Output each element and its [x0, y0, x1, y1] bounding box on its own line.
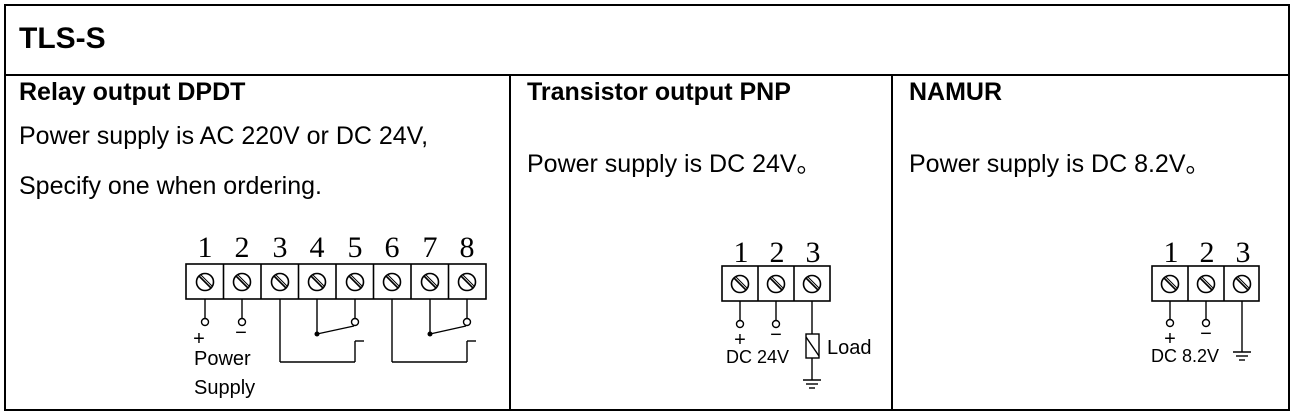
transistor-load-label: Load — [827, 337, 872, 359]
column-divider-1 — [509, 76, 511, 411]
namur-wiring — [1165, 301, 1251, 361]
transistor-terminal-3: 3 — [806, 236, 821, 269]
relay-plus-label: + — [193, 328, 205, 350]
transistor-wiring — [735, 301, 821, 389]
transistor-desc-line-1: Power supply is DC 24V。 — [527, 150, 822, 178]
relay-terminal-block — [185, 263, 487, 300]
relay-terminal-4: 4 — [310, 231, 325, 264]
transistor-screws — [730, 274, 822, 294]
title-divider — [4, 74, 1290, 76]
relay-terminal-2: 2 — [235, 231, 250, 264]
relay-terminal-numbers: 1 2 3 4 5 6 7 8 — [198, 231, 475, 264]
page-title: TLS-S — [19, 22, 106, 55]
relay-desc-line-2: Specify one when ordering. — [19, 172, 322, 200]
namur-desc-line-1: Power supply is DC 8.2V。 — [909, 150, 1211, 178]
relay-terminal-8: 8 — [460, 231, 475, 264]
relay-minus-label: − — [235, 322, 247, 344]
namur-terminal-2: 2 — [1200, 236, 1215, 269]
relay-supply-label: Supply — [194, 377, 255, 399]
transistor-plus-label: + — [734, 329, 746, 351]
namur-screws — [1160, 274, 1252, 294]
namur-plus-label: + — [1164, 328, 1176, 350]
relay-pivot-2 — [427, 331, 433, 337]
relay-desc-line-1: Power supply is AC 220V or DC 24V, — [19, 122, 429, 150]
relay-terminal-3: 3 — [273, 231, 288, 264]
namur-dc-label: DC 8.2V — [1151, 346, 1219, 366]
namur-terminal-1: 1 — [1164, 236, 1179, 269]
transistor-dc-label: DC 24V — [726, 347, 789, 367]
relay-wiring — [200, 299, 476, 363]
relay-terminal-1: 1 — [198, 231, 213, 264]
namur-terminal-3: 3 — [1236, 236, 1251, 269]
namur-heading: NAMUR — [909, 78, 1003, 106]
transistor-terminal-2: 2 — [770, 236, 785, 269]
column-divider-2 — [891, 76, 893, 411]
transistor-minus-label: − — [770, 324, 782, 346]
table-frame — [4, 4, 1290, 411]
relay-terminal-5: 5 — [348, 231, 363, 264]
transistor-terminal-1: 1 — [734, 236, 749, 269]
relay-power-label: Power — [194, 348, 251, 370]
relay-pivot-1 — [314, 331, 320, 337]
namur-minus-label: − — [1200, 323, 1212, 345]
relay-terminal-6: 6 — [385, 231, 400, 264]
relay-heading: Relay output DPDT — [19, 78, 246, 106]
transistor-heading: Transistor output PNP — [527, 78, 791, 106]
relay-terminal-7: 7 — [423, 231, 438, 264]
